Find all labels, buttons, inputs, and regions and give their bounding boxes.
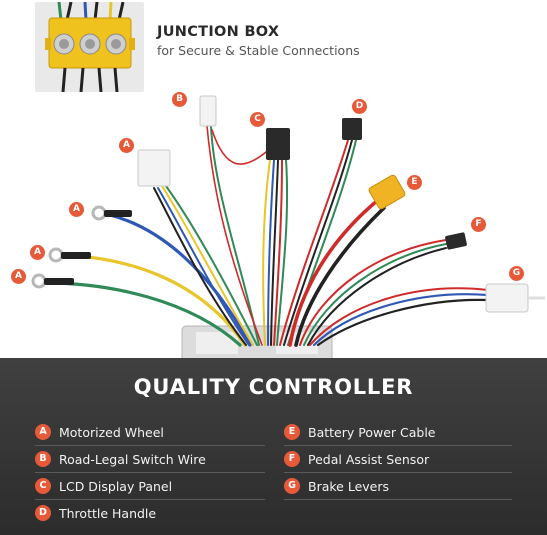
- legend-divider-left-2: [35, 472, 265, 473]
- wire-g-blue: [312, 293, 490, 347]
- legend-divider-right-3: [284, 499, 512, 500]
- legend-badge-e: E: [284, 424, 300, 440]
- wire-d-black: [283, 139, 353, 346]
- legend-divider-left-3: [35, 499, 265, 500]
- legend-item-e: E Battery Power Cable: [284, 424, 436, 440]
- jb-wire-black-top-3: [117, 1, 125, 21]
- wire-g-red: [309, 287, 489, 346]
- legend-divider-right-2: [284, 472, 512, 473]
- legend-badge-f: F: [284, 451, 300, 467]
- wire-c-yellow: [262, 159, 271, 346]
- wire-c-red: [273, 159, 283, 346]
- junction-box-illustration: [45, 1, 135, 93]
- legend-label-g: Brake Levers: [308, 478, 390, 494]
- legend-badge-c: C: [35, 478, 51, 494]
- jb-block-tab-left: [45, 38, 51, 50]
- jb-wire-blue-top: [83, 1, 88, 21]
- callout-a-hall: A: [119, 138, 134, 153]
- legend-divider-left-1: [35, 445, 265, 446]
- wire-c-blue: [267, 159, 275, 346]
- wire-a-hall-black: [153, 187, 247, 346]
- jb-terminal-2-nut: [85, 39, 95, 49]
- jb-block-tab-right: [129, 38, 135, 50]
- callout-b: B: [172, 92, 187, 107]
- wire-a-hall-blue: [157, 187, 250, 346]
- legend-badge-b: B: [35, 451, 51, 467]
- legend-label-d: Throttle Handle: [59, 505, 157, 521]
- ring-terminal-blue: [91, 205, 132, 221]
- wire-b-red: [206, 125, 263, 346]
- wire-e-red: [288, 198, 380, 347]
- legend-item-f: F Pedal Assist Sensor: [284, 451, 429, 467]
- jb-wire-green-top: [57, 1, 63, 21]
- wire-f-green: [303, 243, 447, 346]
- jb-wire-black-bottom-3: [97, 67, 103, 93]
- callout-d: D: [352, 99, 367, 114]
- callout-e: E: [407, 175, 422, 190]
- legend-item-c: C LCD Display Panel: [35, 478, 172, 494]
- legend-divider-right-1: [284, 445, 512, 446]
- jb-wire-black-bottom-4: [113, 67, 119, 93]
- wire-d-red: [279, 139, 349, 346]
- jb-wire-yellow-top: [108, 1, 113, 21]
- legend-label-c: LCD Display Panel: [59, 478, 173, 494]
- junction-box-title: JUNCTION BOX: [157, 24, 280, 40]
- controller-fin-left: [196, 332, 238, 354]
- ring-terminal-yellow: [48, 247, 91, 263]
- junction-box-photo: [35, 1, 144, 93]
- wire-a-hall-green: [165, 185, 258, 346]
- wire-f-red: [299, 239, 447, 346]
- wire-g-black: [316, 298, 490, 347]
- ring-terminal-green: [31, 273, 74, 289]
- legend-label-e: Battery Power Cable: [308, 424, 436, 440]
- legend-item-d: D Throttle Handle: [35, 505, 156, 521]
- jb-terminal-1-nut: [59, 39, 69, 49]
- callout-a-green: A: [11, 269, 26, 284]
- connector-a-hall: [137, 149, 171, 187]
- legend-badge-a: A: [35, 424, 51, 440]
- wire-harness-illustration: [31, 95, 545, 360]
- callout-a-blue: A: [69, 202, 84, 217]
- legend-badge-d: D: [35, 505, 51, 521]
- connector-c-display: [266, 128, 290, 160]
- callout-f: F: [471, 217, 486, 232]
- connector-b-switch: [199, 95, 217, 127]
- wire-a-hall-yellow: [161, 185, 254, 346]
- jb-wire-black-top-2: [93, 1, 99, 21]
- callout-g: G: [509, 266, 524, 281]
- wire-c-loop-red: [211, 129, 267, 165]
- jb-wire-black-bottom-1: [61, 67, 67, 93]
- legend-panel: [0, 358, 547, 535]
- wire-c-green: [276, 159, 289, 346]
- legend-badge-g: G: [284, 478, 300, 494]
- legend-label-a: Motorized Wheel: [59, 424, 164, 440]
- legend-label-f: Pedal Assist Sensor: [308, 451, 430, 467]
- wire-c-black: [270, 159, 279, 346]
- callout-a-yellow: A: [30, 245, 45, 260]
- callout-c: C: [250, 112, 265, 127]
- wire-e-black: [294, 206, 386, 347]
- legend-item-b: B Road-Legal Switch Wire: [35, 451, 206, 467]
- legend-label-b: Road-Legal Switch Wire: [59, 451, 206, 467]
- wire-b-green: [210, 125, 260, 346]
- junction-box-subtitle: for Secure & Stable Connections: [157, 43, 360, 58]
- jb-wire-black-top-1: [65, 1, 73, 21]
- legend-item-g: G Brake Levers: [284, 478, 389, 494]
- wire-a-blue: [108, 213, 252, 347]
- connector-g-brake: [485, 283, 529, 313]
- connector-d-throttle: [342, 118, 362, 140]
- panel-title: QUALITY CONTROLLER: [133, 375, 414, 399]
- connector-f-pas: [445, 232, 467, 250]
- legend-item-a: A Motorized Wheel: [35, 424, 164, 440]
- wire-f-black: [307, 247, 447, 346]
- connector-e-battery: [368, 174, 406, 210]
- jb-wire-black-bottom-2: [79, 67, 85, 93]
- jb-terminal-3-nut: [111, 39, 121, 49]
